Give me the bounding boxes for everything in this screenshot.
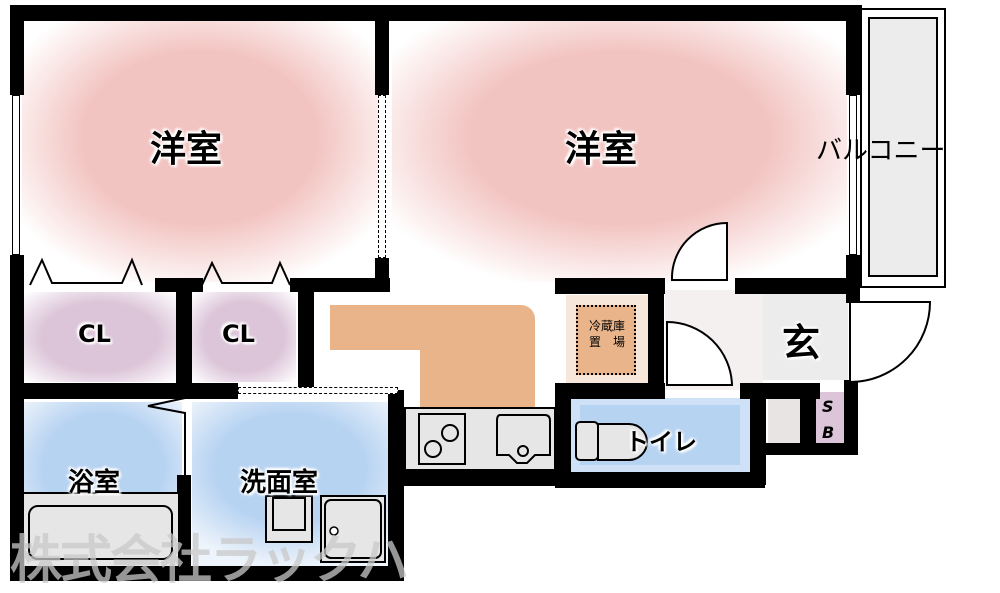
western-room-2: [392, 20, 847, 282]
wall-storage-right: [800, 385, 816, 455]
shoe-box-b: B: [822, 423, 835, 442]
balcony-floor: [868, 17, 938, 277]
western-room-1-label: 洋室: [150, 129, 223, 170]
western-room-1: [22, 20, 378, 282]
wall-toilet-left: [555, 383, 571, 483]
wall-bath-div: [177, 475, 191, 570]
wall-sb-bottom: [760, 443, 858, 455]
wash-basin-inner: [272, 497, 306, 531]
wall-hall-top: [735, 278, 860, 294]
sink-icon: [496, 414, 551, 464]
wall-fridge-right: [648, 278, 664, 388]
wall-kitchen-left: [298, 290, 314, 390]
toilet-label: トイレ: [625, 428, 697, 456]
wall-sb-right: [844, 380, 858, 455]
wall-kitchen-divider: [388, 390, 404, 580]
fridge-label-line2: 置 場: [588, 335, 625, 349]
western-room-2-label: 洋室: [565, 129, 638, 170]
wall-left-lower: [10, 255, 24, 581]
small-storage: [768, 398, 800, 443]
closet-2-label: CL: [222, 320, 255, 348]
window-right: [849, 95, 857, 255]
wall-closet-div: [176, 278, 192, 393]
wall-right-upper: [846, 5, 860, 95]
toilet-fixture-icon: [575, 421, 648, 461]
bathtub: [28, 505, 173, 560]
toilet-door-icon[interactable]: [665, 320, 745, 390]
wall-cl-bottom: [10, 383, 238, 399]
entrance-label: 玄: [782, 321, 821, 365]
wall-toilet-bottom: [555, 472, 765, 488]
kitchen-floor-2: [420, 330, 535, 408]
room-door-icon[interactable]: [660, 215, 740, 285]
wall-kitchen-bottom: [388, 470, 570, 486]
wall-toilet-right: [750, 385, 766, 485]
entrance: [763, 290, 848, 380]
bathroom-label: 浴室: [68, 468, 121, 498]
fridge-label: 冷蔵庫 置 場: [582, 318, 632, 350]
closet-doors-icon[interactable]: [22, 255, 302, 295]
closet-2: [192, 292, 296, 382]
washroom-label: 洗面室: [240, 468, 319, 498]
shoe-box-label: S B: [822, 394, 834, 446]
fridge-label-line1: 冷蔵庫: [588, 319, 625, 333]
washing-machine-icon: [324, 499, 382, 559]
wall-top: [10, 5, 862, 21]
wall-left-upper: [10, 5, 24, 95]
wall-bottom: [10, 566, 404, 581]
wall-closet-top-2: [290, 278, 390, 292]
wash-sliding-door[interactable]: [238, 387, 398, 394]
bath-door-icon[interactable]: [140, 398, 190, 478]
shoe-box-s: S: [822, 397, 834, 416]
wall-fridge-bottom: [555, 383, 665, 399]
wall-kitchen-top: [555, 278, 665, 294]
wall-mid-upper: [375, 5, 389, 95]
window-mid: [378, 95, 386, 258]
window-left: [12, 95, 20, 255]
watermark: 株式会社ラックハ: [10, 531, 409, 591]
entrance-door-icon[interactable]: [848, 300, 938, 385]
closet-1: [24, 292, 176, 382]
closet-1-label: CL: [78, 320, 111, 348]
balcony-label: バルコニー: [816, 136, 946, 166]
stove-icon: [418, 413, 466, 465]
fridge-space: [576, 305, 636, 375]
shoe-box: [816, 392, 844, 448]
